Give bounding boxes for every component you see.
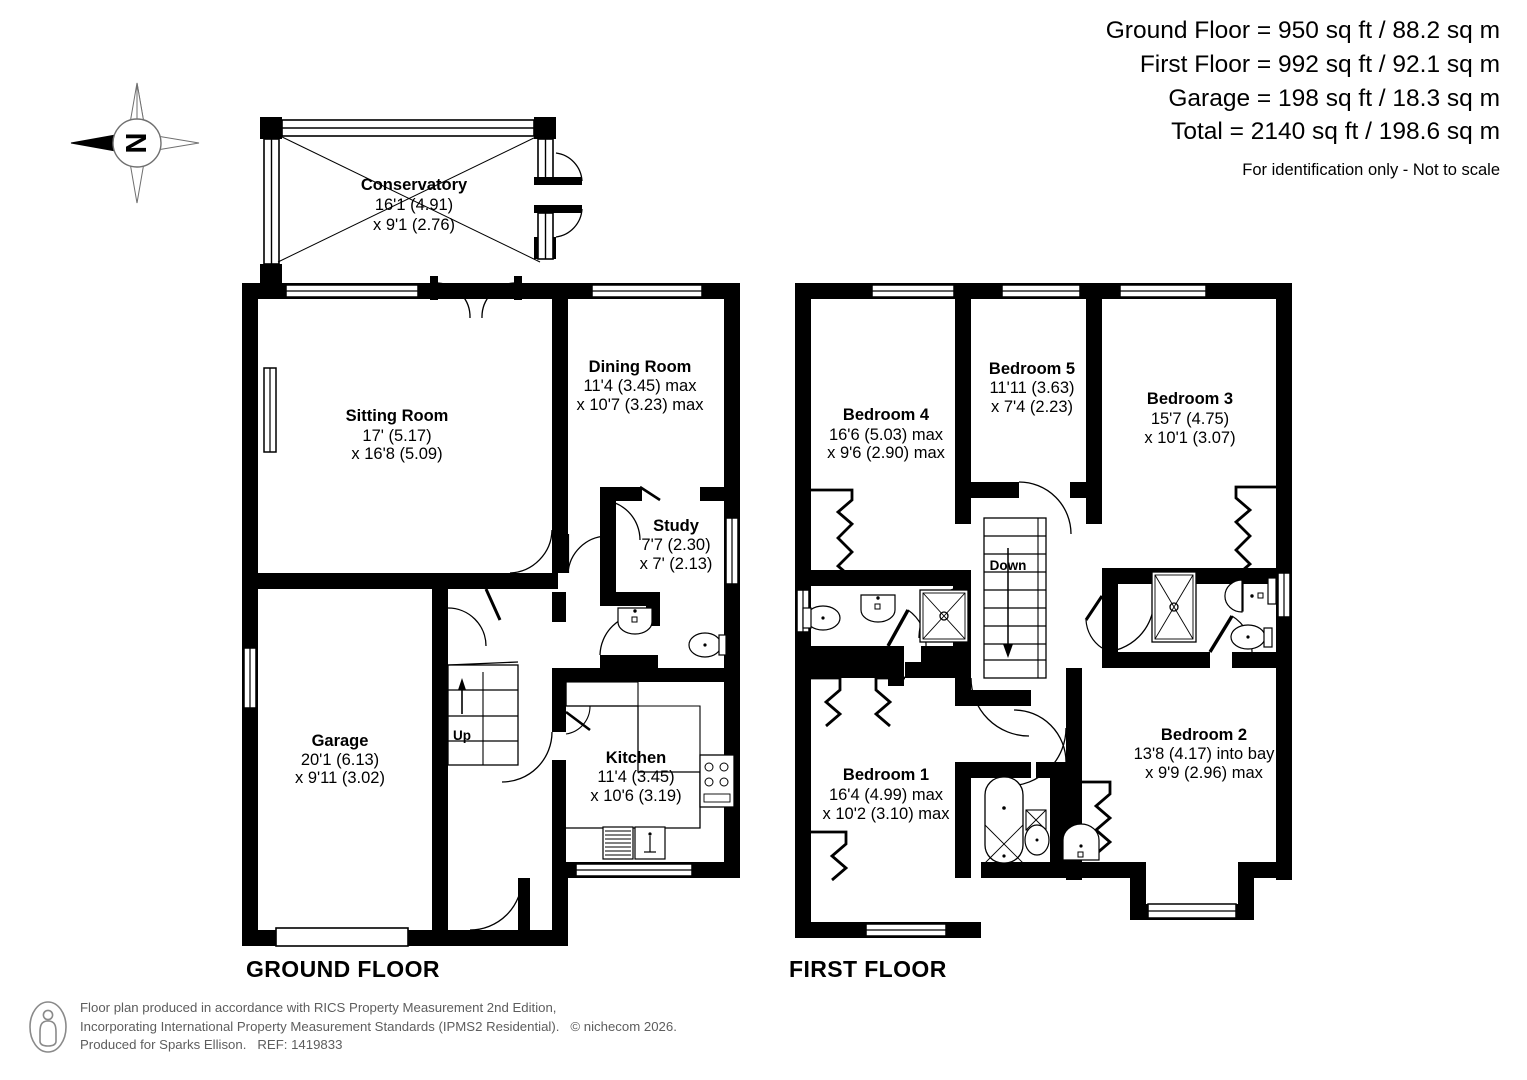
label-bedroom-1-dim2: x 10'2 (3.10) max	[823, 805, 951, 823]
area-first-floor: First Floor = 992 sq ft / 92.1 sq m	[1139, 50, 1500, 78]
label-bedroom-3-name: Bedroom 3	[1147, 390, 1233, 408]
footer-line-3: Produced for Sparks Ellison. REF: 141983…	[80, 1037, 343, 1053]
label-bedroom-4-dim1: 16'6 (5.03) max	[829, 426, 944, 444]
compass-north-label: N	[121, 133, 153, 154]
label-dining-room-name: Dining Room	[589, 358, 692, 376]
area-summary: Ground Floor = 950 sq ft / 88.2 sq m Fir…	[1106, 14, 1500, 182]
stair-up-label: Up	[453, 728, 471, 743]
area-disclaimer: For identification only - Not to scale	[1242, 161, 1500, 180]
footer-text-block: Floor plan produced in accordance with R…	[80, 999, 677, 1055]
footer-line-1: Floor plan produced in accordance with R…	[80, 1000, 557, 1015]
ground-floor-staircase: Up	[447, 661, 519, 766]
label-study-dim2: x 7' (2.13)	[640, 555, 713, 573]
label-conservatory-dim2: x 9'1 (2.76)	[373, 216, 455, 234]
label-bedroom-1-name: Bedroom 1	[843, 766, 929, 784]
label-bedroom-4-dim2: x 9'6 (2.90) max	[827, 444, 946, 462]
label-sitting-room-name: Sitting Room	[346, 407, 449, 425]
label-bedroom-3-dim1: 15'7 (4.75)	[1151, 410, 1229, 428]
label-garage-name: Garage	[312, 732, 369, 750]
ground-cloakroom-fixtures	[617, 607, 727, 658]
label-bedroom-5-dim2: x 7'4 (2.23)	[991, 398, 1073, 416]
first-floor-caption: FIRST FLOOR	[789, 956, 947, 982]
label-garage-dim2: x 9'11 (3.02)	[295, 769, 385, 787]
ground-floor-labels: Conservatory 16'1 (4.91) x 9'1 (2.76) Si…	[295, 176, 712, 805]
stair-down-label: Down	[990, 558, 1027, 573]
label-kitchen-name: Kitchen	[606, 749, 667, 767]
label-study-name: Study	[653, 517, 700, 535]
first-floor-wardrobes	[811, 485, 1276, 882]
ground-floor-plan: Up	[242, 117, 740, 947]
label-bedroom-5-dim1: 11'11 (3.63)	[989, 379, 1074, 397]
label-conservatory-dim1: 16'1 (4.91)	[375, 196, 453, 214]
area-total: Total = 2140 sq ft / 198.6 sq m	[1171, 118, 1500, 146]
left-ensuite-fixtures	[802, 589, 969, 643]
bathroom-fixtures	[984, 776, 1100, 864]
label-dining-room-dim2: x 10'7 (3.23) max	[577, 396, 705, 414]
ground-floor-doors	[430, 276, 661, 931]
compass-rose: N	[70, 82, 200, 204]
label-conservatory-name: Conservatory	[361, 176, 468, 194]
right-ensuite-fixtures	[1151, 571, 1277, 650]
label-bedroom-2-name: Bedroom 2	[1161, 726, 1247, 744]
label-kitchen-dim1: 11'4 (3.45)	[597, 768, 674, 786]
area-ground-floor: Ground Floor = 950 sq ft / 88.2 sq m	[1105, 17, 1500, 44]
conservatory-structure	[260, 117, 583, 286]
first-floor-windows	[796, 284, 1291, 937]
rics-person-icon	[29, 1001, 67, 1053]
ground-floor-windows	[243, 284, 739, 947]
ground-floor-caption: GROUND FLOOR	[246, 956, 440, 982]
first-floor-plan: Down	[795, 283, 1292, 938]
label-bedroom-5-name: Bedroom 5	[989, 360, 1075, 378]
label-sitting-room-dim2: x 16'8 (5.09)	[351, 445, 442, 463]
first-floor-staircase: Down	[983, 517, 1047, 679]
label-dining-room-dim1: 11'4 (3.45) max	[584, 377, 698, 395]
label-garage-dim1: 20'1 (6.13)	[301, 751, 379, 769]
first-floor-labels: Bedroom 4 16'6 (5.03) max x 9'6 (2.90) m…	[823, 360, 1276, 823]
footer: Floor plan produced in accordance with R…	[28, 999, 677, 1055]
label-kitchen-dim2: x 10'6 (3.19)	[590, 787, 681, 805]
footer-line-2: Incorporating International Property Mea…	[80, 1018, 677, 1034]
label-bedroom-1-dim1: 16'4 (4.99) max	[829, 786, 944, 804]
label-sitting-room-dim1: 17' (5.17)	[362, 427, 431, 445]
kitchen-fixtures	[565, 681, 735, 860]
label-bedroom-2-dim1: 13'8 (4.17) into bay	[1134, 745, 1275, 763]
area-garage: Garage = 198 sq ft / 18.3 sq m	[1168, 84, 1500, 112]
label-bedroom-2-dim2: x 9'9 (2.96) max	[1145, 764, 1264, 782]
label-bedroom-3-dim2: x 10'1 (3.07)	[1144, 429, 1235, 447]
label-study-dim1: 7'7 (2.30)	[641, 536, 710, 554]
label-bedroom-4-name: Bedroom 4	[843, 406, 930, 424]
